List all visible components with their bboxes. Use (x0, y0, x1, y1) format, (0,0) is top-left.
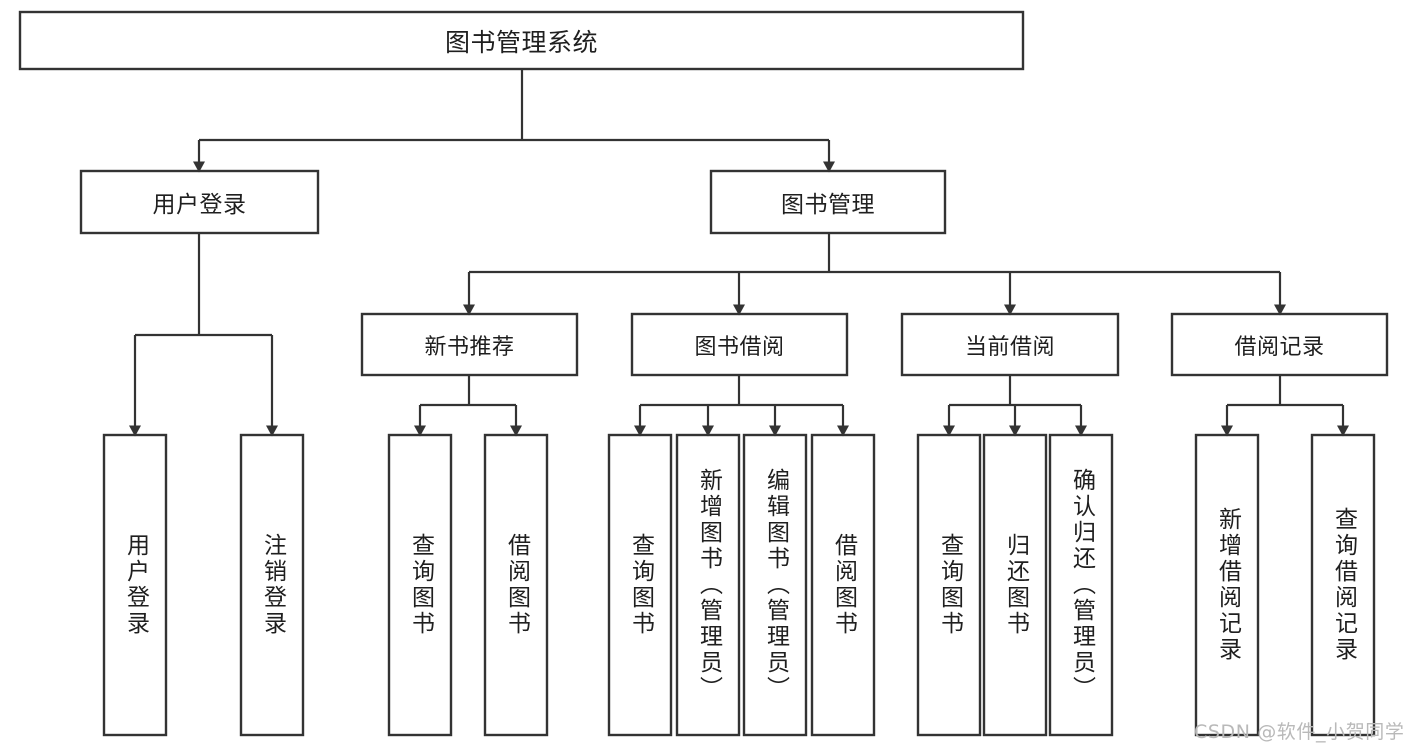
node-box-user-login[interactable] (79, 169, 320, 235)
node-box-leaf-add-record[interactable] (1194, 433, 1260, 737)
node-box-leaf-edit-book[interactable] (742, 433, 808, 737)
node-box-leaf-query-book-3[interactable] (916, 433, 982, 737)
node-box-leaf-borrow-book-2[interactable] (810, 433, 876, 737)
node-box-root[interactable] (18, 10, 1025, 71)
node-box-leaf-user-login[interactable] (102, 433, 168, 737)
node-box-leaf-query-book-2[interactable] (607, 433, 673, 737)
node-box-leaf-confirm-return[interactable] (1048, 433, 1114, 737)
node-box-leaf-user-logout[interactable] (239, 433, 305, 737)
node-box-book-manage[interactable] (709, 169, 947, 235)
node-box-leaf-query-record[interactable] (1310, 433, 1376, 737)
node-box-new-book-recommend[interactable] (360, 312, 579, 377)
node-box-current-borrow[interactable] (900, 312, 1120, 377)
node-box-borrow-record[interactable] (1170, 312, 1389, 377)
node-box-book-borrow[interactable] (630, 312, 849, 377)
node-box-leaf-return-book[interactable] (982, 433, 1048, 737)
node-box-leaf-query-book-1[interactable] (387, 433, 453, 737)
node-box-leaf-add-book[interactable] (675, 433, 741, 737)
node-box-leaf-borrow-book-1[interactable] (483, 433, 549, 737)
